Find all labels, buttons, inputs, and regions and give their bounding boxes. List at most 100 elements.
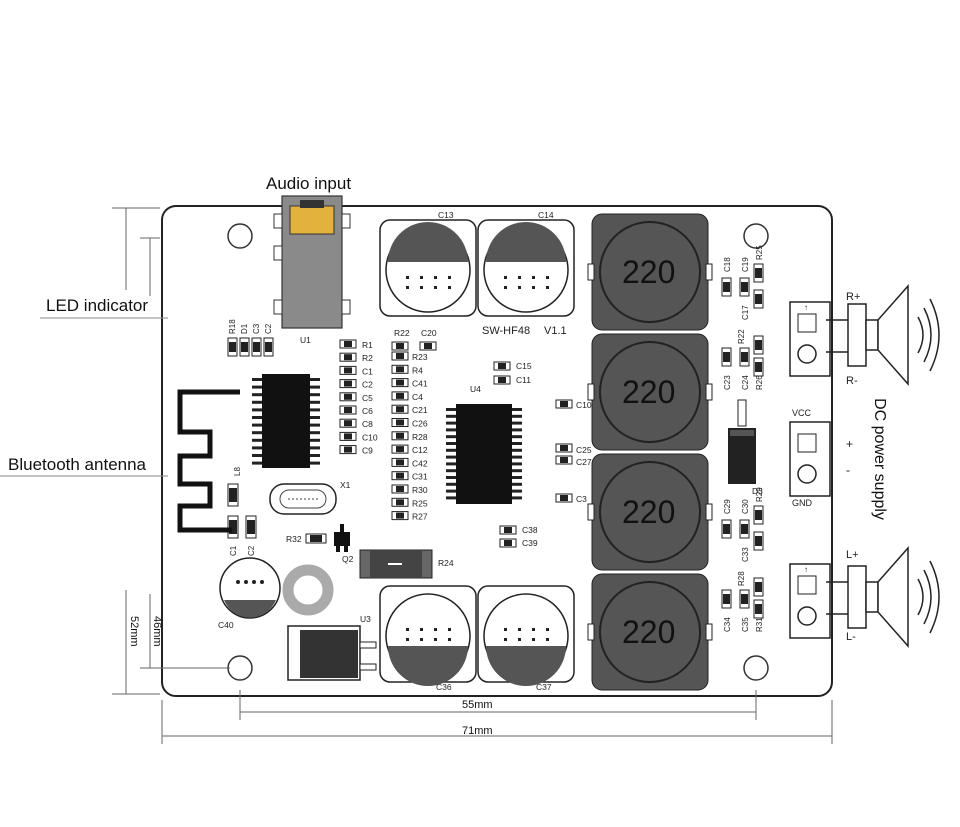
bt-pin-right xyxy=(310,446,320,450)
crystal-x1 xyxy=(269,483,337,515)
u4-pin-left xyxy=(446,476,456,479)
ref-left-r2-1: R2 xyxy=(362,353,373,363)
ref-r32: R32 xyxy=(286,534,302,544)
ref-c11: C11 xyxy=(516,375,531,385)
ref-c25: C25 xyxy=(576,445,592,455)
smd-right-top-c xyxy=(753,263,764,283)
smd-led-r18 xyxy=(227,337,238,357)
terminal-sign-bottom: ↑ xyxy=(804,565,808,574)
u4-pin-right xyxy=(512,455,522,459)
u4-pin-left xyxy=(446,428,456,432)
inductor-4: 220 xyxy=(587,573,713,691)
smd-right-top-f xyxy=(739,347,750,367)
smd-mid-c42-8 xyxy=(391,457,409,467)
bt-pin-left xyxy=(252,393,262,397)
dim-height-inner: 46mm xyxy=(151,616,163,647)
u4-pin-left xyxy=(446,448,456,452)
inductor-1: 220 xyxy=(587,213,713,331)
label-dc-power-supply: DC power supply xyxy=(870,398,888,520)
ref-mid-r25-11: R25 xyxy=(412,498,428,508)
bt-pin-left xyxy=(252,385,262,389)
capacitor-c37 xyxy=(477,585,575,686)
ref-led-c3-2: C3 xyxy=(252,323,261,334)
label-audio-input: Audio input xyxy=(266,174,352,193)
bt-pin-right xyxy=(310,454,320,457)
bt-pin-right xyxy=(310,461,320,465)
ref-c36: C36 xyxy=(436,682,452,692)
u4-pin-right xyxy=(512,462,522,466)
smd-mid-c41-2 xyxy=(391,378,409,388)
smd-right-top-ref-c19-1: C19 xyxy=(741,257,750,272)
ref-x1: X1 xyxy=(340,480,351,490)
u4-pin-left xyxy=(446,414,456,418)
diode-d3 xyxy=(728,399,756,484)
u4-pin-right xyxy=(512,435,522,439)
u4-pin-left xyxy=(446,442,456,445)
bt-pin-right xyxy=(310,393,320,397)
smd-left-c10-7 xyxy=(339,431,357,441)
mounting-ring xyxy=(282,564,334,616)
ref-u1: U1 xyxy=(300,335,311,345)
ref-left-c8-6: C8 xyxy=(362,419,373,429)
smd-right-bottom-ref-r31-7: R31 xyxy=(755,617,764,632)
capacitor-c36 xyxy=(379,585,477,686)
bt-pin-right xyxy=(310,378,320,381)
ref-c1-left: C1 xyxy=(229,545,238,556)
resistor-r24 xyxy=(359,549,433,579)
smd-right-bottom-ref-c29-0: C29 xyxy=(723,499,732,514)
bt-pin-left xyxy=(252,461,262,465)
dim-width-inner: 55mm xyxy=(462,699,493,711)
bt-pin-left xyxy=(252,423,262,427)
bt-pin-right xyxy=(310,438,320,442)
ref-mid-r28-6: R28 xyxy=(412,432,428,442)
smd-left-c5-4 xyxy=(339,392,357,402)
audio-jack xyxy=(273,195,351,329)
mounting-hole-top-left xyxy=(227,223,253,249)
smd-mid-r25-11 xyxy=(391,497,409,507)
regulator-u3 xyxy=(287,625,377,681)
smd-right-bottom-e xyxy=(721,589,732,609)
smd-left-c8-6 xyxy=(339,418,357,428)
terminal-dc-power xyxy=(789,421,831,497)
bt-pin-right xyxy=(310,400,320,404)
inductor-value-4: 220 xyxy=(622,614,675,650)
inductor-value-1: 220 xyxy=(622,254,675,290)
smd-right-top-a xyxy=(721,277,732,297)
smd-left-r2-1 xyxy=(339,352,357,362)
smd-mid-c21-4 xyxy=(391,404,409,414)
smd-mid-c31-9 xyxy=(391,471,409,481)
u4-pin-left xyxy=(446,482,456,486)
ref-c14: C14 xyxy=(538,210,554,220)
ref-mid-r4-1: R4 xyxy=(412,365,423,375)
ref-mid-c41-2: C41 xyxy=(412,379,428,389)
ref-left-c2-3: C2 xyxy=(362,380,373,390)
ref-mid-c4-3: C4 xyxy=(412,392,423,402)
ref-c2-left: C2 xyxy=(247,545,256,556)
ref-q2: Q2 xyxy=(342,554,354,564)
ref-d3: D3 xyxy=(752,486,763,496)
smd-right-top-ref-c17-3: C17 xyxy=(741,305,750,320)
ref-c3: C3 xyxy=(576,494,587,504)
ref-mid-r27-12: R27 xyxy=(412,512,428,522)
u4-pin-left xyxy=(446,435,456,439)
capacitor-c14 xyxy=(477,219,575,317)
ref-mid-c42-8: C42 xyxy=(412,458,428,468)
u4-pin-right xyxy=(512,496,522,500)
bt-pin-left xyxy=(252,438,262,442)
smd-right-bottom-b xyxy=(739,519,750,539)
ref-left-c5-4: C5 xyxy=(362,393,373,403)
u4-pin-left xyxy=(446,469,456,473)
u4-pin-right xyxy=(512,469,522,473)
capacitor-c13 xyxy=(379,219,477,317)
u4-pin-left xyxy=(446,408,456,411)
smd-mid-r27-12 xyxy=(391,511,409,521)
amplifier-chip-pins xyxy=(446,408,522,500)
bt-pin-right xyxy=(310,408,320,412)
smd-right-top-b xyxy=(739,277,750,297)
u4-pin-left xyxy=(446,489,456,493)
